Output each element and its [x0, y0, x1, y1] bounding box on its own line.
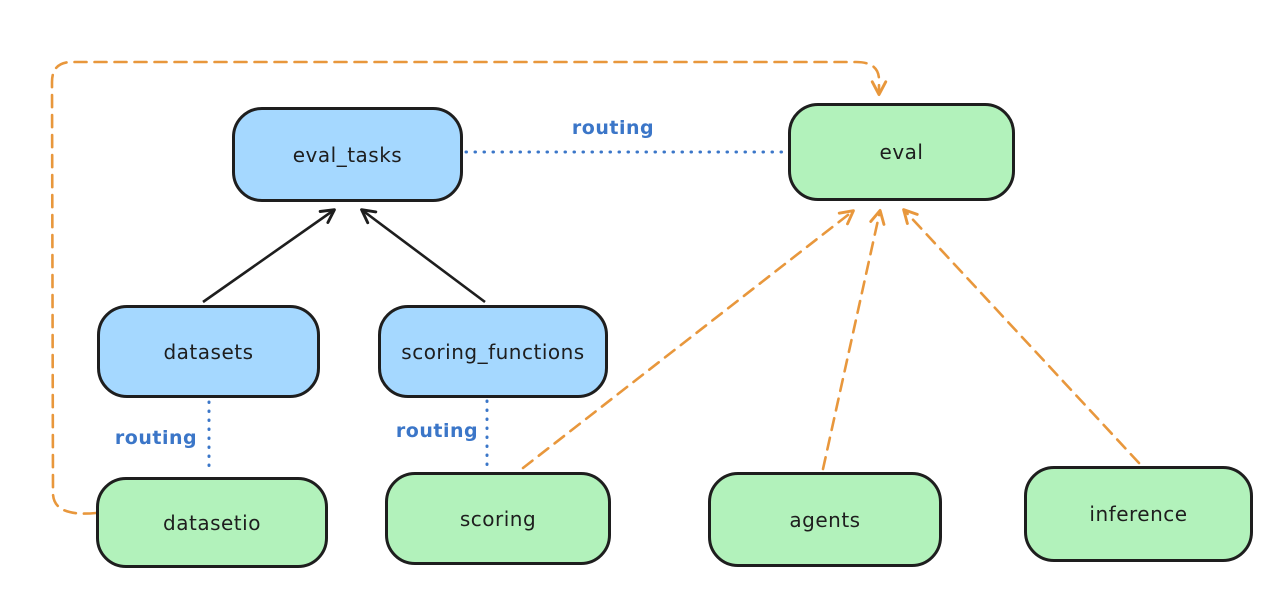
edge-datasetio-eval [50, 60, 888, 515]
node-scoring-label: scoring [459, 506, 537, 531]
node-agents-label: agents [789, 507, 861, 532]
node-datasets: datasets [97, 305, 320, 398]
node-eval: eval [788, 103, 1015, 201]
node-scoring-functions: scoring_functions [378, 305, 608, 398]
node-datasetio: datasetio [96, 477, 328, 568]
node-agents: agents [708, 472, 942, 567]
node-eval-tasks-label: eval_tasks [292, 142, 403, 167]
node-eval-tasks: eval_tasks [232, 107, 463, 202]
edge-scoringfunctions-evaltasks [360, 208, 486, 304]
node-scoring: scoring [385, 472, 611, 565]
node-inference: inference [1024, 466, 1253, 562]
node-scoring-functions-label: scoring_functions [401, 339, 585, 364]
node-eval-label: eval [879, 140, 924, 164]
edge-datasets-evaltasks [202, 208, 336, 304]
edge-label-routing-evaltasks-eval: routing [571, 117, 655, 139]
edge-inference-eval [902, 208, 1141, 465]
node-datasetio-label: datasetio [163, 510, 261, 535]
edge-label-routing-scoringfunctions-scoring: routing [395, 420, 479, 442]
edge-label-routing-datasets-datasetio: routing [114, 427, 198, 449]
edge-scoring-eval [521, 209, 855, 470]
edge-agents-eval [821, 209, 886, 471]
node-datasets-label: datasets [163, 339, 254, 364]
node-inference-label: inference [1089, 502, 1188, 526]
